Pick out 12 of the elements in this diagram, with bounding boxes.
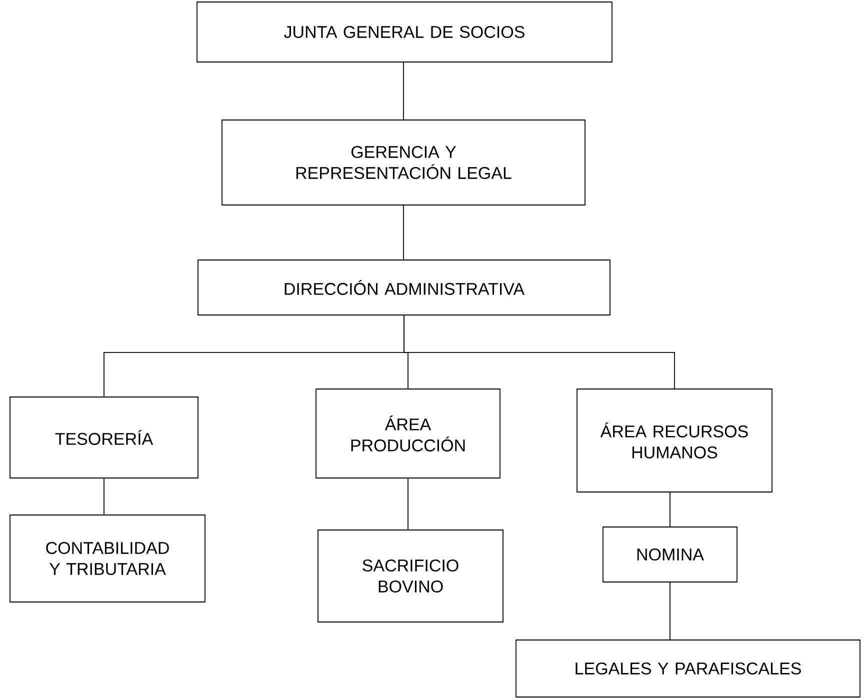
- connector-line: [403, 62, 404, 120]
- org-box: GERENCIA Y REPRESENTACIÓN LEGAL: [222, 120, 586, 206]
- org-box: ÁREA RECURSOS HUMANOS: [576, 388, 772, 492]
- org-box: ÁREA PRODUCCIÓN: [316, 388, 500, 478]
- org-box: TESORERÍA: [10, 396, 198, 478]
- org-box: NOMINA: [602, 526, 738, 582]
- connector-line: [403, 205, 404, 260]
- org-box: LEGALES Y PARAFISCALES: [516, 640, 860, 698]
- org-box: DIRECCIÓN ADMINISTRATIVA: [198, 260, 610, 316]
- org-box: JUNTA GENERAL DE SOCIOS: [196, 2, 612, 62]
- org-box: CONTABILIDAD Y TRIBUTARIA: [10, 514, 206, 602]
- org-box: SACRIFICIO BOVINO: [318, 530, 504, 622]
